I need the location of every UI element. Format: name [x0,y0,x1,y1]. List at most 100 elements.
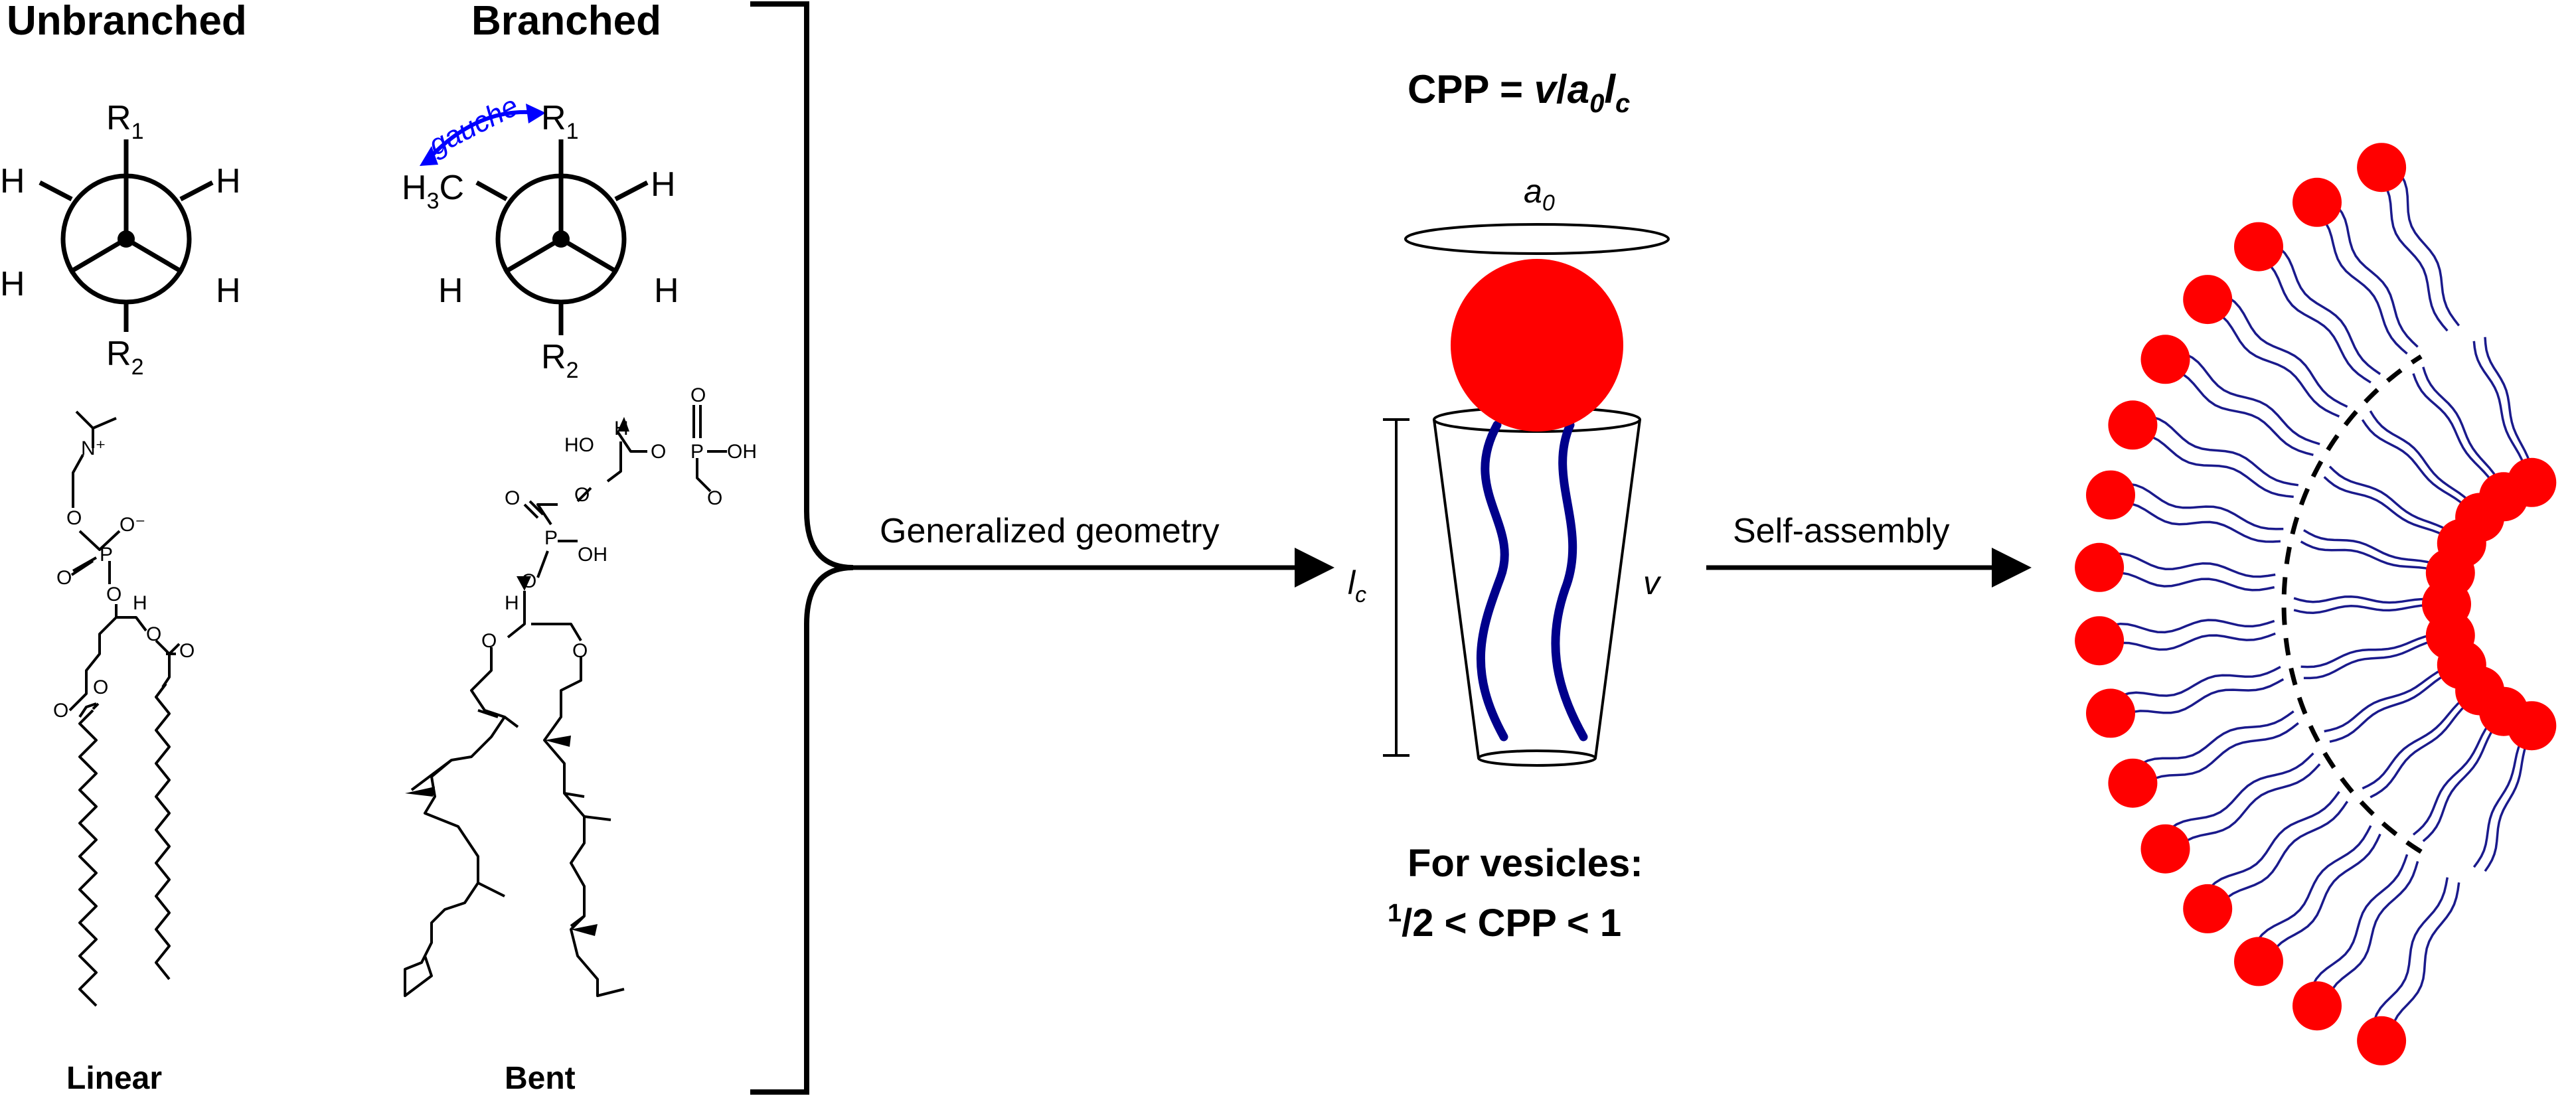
outer-lipid-tail [2200,791,2340,902]
newman-branched-h-right-bottom: H [654,272,679,310]
cpp-formula: CPP = v/a0lc [1408,67,1630,118]
inner-lipid-tail [2472,341,2531,484]
bent-p2: P [544,527,558,549]
outer-lipid-head [2108,758,2158,808]
outer-lipid-tail [2099,632,2276,652]
linear-h: H [133,592,147,614]
outer-lipid-tail [2250,824,2372,955]
bent-label: Bent [505,1061,576,1096]
vesicles-line2: 1/2 < CPP < 1 [1388,900,1621,945]
inner-lipid-tail [2362,687,2479,790]
outer-lipid-tail [2112,678,2285,724]
outer-lipid-head [2234,222,2283,272]
inner-lipid-tail [2369,410,2483,516]
newman-unbranched-h-left-top: H [0,162,25,200]
outer-lipid-head [2086,688,2135,738]
generalized-arrow-head [1295,548,1334,588]
linear-o-minus: O⁻ [120,514,145,536]
outer-lipid-tail [2307,854,2409,1001]
inner-lipid-tail [2293,604,2447,615]
cone-tail-left [1476,420,1509,742]
cone-tail-right [1551,420,1588,742]
outer-lipid-tail [2099,552,2276,578]
newman-unbranched [39,139,214,332]
gauche-arrow [426,110,538,161]
inner-lipid-tail [2412,709,2502,836]
bent-ho: HO [564,434,594,456]
newman-unbranched-r1: R1 [106,99,143,144]
outer-lipid-head [2183,275,2233,325]
inner-lipid-tail [2361,419,2479,520]
outer-lipid-tail [2160,366,2314,456]
outer-lipid-head [2108,400,2158,450]
newman-unbranched-h-right-top: H [216,162,241,200]
inner-lipid-tail [2422,712,2507,842]
outer-lipid-tail [2308,206,2408,355]
newman-unbranched-h-right-bottom: H [216,272,241,310]
a0-label: a0 [1524,173,1555,216]
linear-o-carbonyl2: O [179,640,195,662]
linear-o4: O [93,676,108,698]
newman-branched-h-left-bottom: H [438,272,463,310]
outer-lipid-head [2075,616,2125,666]
outer-lipid-head [2293,981,2342,1031]
heading-branched: Branched [471,0,661,44]
outer-lipid-tail [2324,196,2419,348]
heading-unbranched: Unbranched [7,0,247,44]
bent-o-link2: O [521,570,536,592]
lc-label: lc [1348,564,1366,607]
bent-stereo-wedges [405,417,629,936]
outer-lipid-head [2357,143,2407,193]
bent-oh2: OH [578,544,607,566]
a0-area-ellipse [1404,223,1670,255]
outer-lipid-tail [2371,877,2449,1037]
inner-lipid-tail [2422,366,2507,496]
inner-lipid-tail [2484,726,2536,872]
outer-lipid-tail [2129,433,2294,499]
linear-label: Linear [66,1061,162,1096]
bent-o-left: O [481,630,497,652]
outer-lipid-tail [2128,710,2294,775]
inner-lipid-tail [2303,529,2452,572]
amphiphile-cone [1433,406,1641,767]
lc-dimension [1383,418,1409,757]
bilayer-midplane [2281,354,2423,854]
linear-n-plus: N⁺ [81,437,106,459]
inner-lipid-tail [2300,631,2450,668]
newman-unbranched-r2: R2 [106,335,143,380]
v-label: v [1643,564,1662,601]
inner-lipid-tail [2324,661,2461,733]
inner-lipid-tail [2329,666,2464,743]
outer-lipid-tail [2265,833,2381,969]
bent-o-top-lower: O [707,487,722,509]
linear-o3: O [146,623,161,645]
outer-lipid-tail [2135,722,2299,793]
outer-lipid-tail [2113,483,2284,530]
outer-lipid-tail [2213,801,2349,917]
bent-o-dbl2: O [505,487,520,509]
newman-branched-r2: R2 [541,338,578,383]
generalized-label: Generalized geometry [880,512,1220,550]
outer-lipid-head [2140,824,2190,874]
outer-lipid-tail [2389,882,2460,1045]
outer-lipid-tail [2098,572,2275,591]
bent-h2: H [505,592,519,614]
bent-p-top: P [690,441,704,463]
vesicle-bilayer [2075,143,2557,1065]
outer-lipid-head [2086,470,2135,520]
gauche-label: gauche [424,90,524,162]
lipid-linear-skeleton [68,410,181,1007]
bent-h1: H [614,418,629,439]
bent-o-link: O [574,484,590,506]
newman-branched-h-right-top: H [651,165,676,204]
linear-o-carbonyl1: O [53,700,68,722]
outer-lipid-tail [2389,163,2460,327]
outer-lipid-tail [2169,763,2321,858]
lipid-bent-skeleton [404,405,727,997]
bent-o-right: O [572,640,588,662]
vesicles-line1: For vesicles: [1408,842,1643,885]
outer-lipid-tail [2324,860,2419,1012]
grouping-bracket [750,1,854,1095]
inner-lipid-tail [2484,337,2536,482]
